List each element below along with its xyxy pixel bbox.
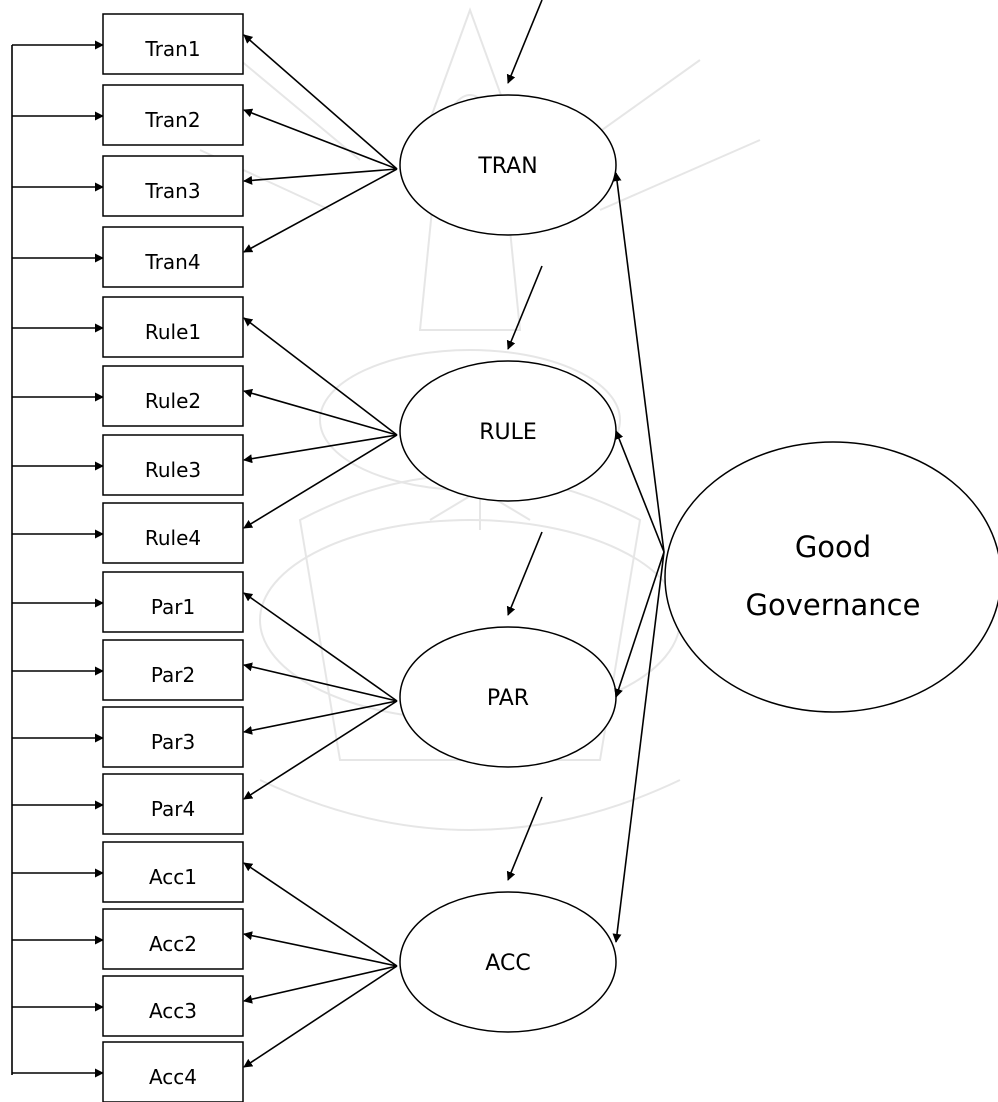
loading-arrow-tran3	[243, 168, 398, 185]
indicator-box-rule1	[102, 296, 244, 358]
indicator-box-tran4	[102, 226, 244, 288]
loading-arrow-acc3	[243, 965, 398, 1004]
factor-oval-tran	[399, 94, 617, 236]
second-order-path-par	[614, 551, 665, 698]
indicator-label-tran3: Tran3	[144, 179, 200, 203]
indicator-label-rule2: Rule2	[145, 389, 201, 413]
loading-arrow-par4	[243, 700, 398, 800]
indicator-label-acc1: Acc1	[149, 865, 197, 889]
loading-arrow-rule3	[243, 434, 398, 464]
disturbance-arrow-acc	[506, 796, 543, 881]
indicator-box-tran3	[102, 155, 244, 217]
indicator-box-acc1	[102, 841, 244, 903]
indicator-box-tran1	[102, 13, 244, 75]
loading-arrow-tran4	[243, 168, 398, 253]
second-order-factor: Good Governance	[664, 441, 998, 713]
loading-arrow-par1	[243, 592, 398, 702]
factor-label-rule: RULE	[479, 420, 537, 445]
factor-label-par: PAR	[487, 686, 529, 711]
loading-arrow-acc2	[243, 931, 398, 967]
loading-arrow-rule1	[243, 317, 398, 436]
disturbance-arrow-tran	[506, 0, 543, 84]
loading-arrow-par3	[243, 700, 398, 735]
indicator-box-rule3	[102, 434, 244, 496]
factor-label-acc: ACC	[485, 951, 530, 976]
loading-arrow-acc1	[243, 862, 398, 967]
loading-arrow-rule2	[243, 388, 398, 436]
indicator-label-tran2: Tran2	[144, 108, 200, 132]
indicator-label-rule1: Rule1	[145, 320, 201, 344]
loading-arrow-tran2	[243, 108, 398, 170]
indicator-box-par2	[102, 639, 244, 701]
factor-label-tran: TRAN	[477, 154, 537, 179]
indicator-box-par1	[102, 571, 244, 633]
indicator-box-rule2	[102, 365, 244, 427]
good-governance-label-line2: Governance	[746, 588, 921, 622]
indicator-label-rule4: Rule4	[145, 526, 201, 550]
indicator-box-acc2	[102, 908, 244, 970]
second-order-path-rule	[614, 430, 665, 553]
indicator-box-acc4	[102, 1041, 244, 1102]
indicator-boxes: Tran1Tran2Tran3Tran4Rule1Rule2Rule3Rule4…	[102, 13, 244, 1102]
indicator-label-par4: Par4	[151, 797, 195, 821]
good-governance-label-line1: Good	[795, 530, 871, 564]
indicator-label-par1: Par1	[151, 595, 195, 619]
indicator-label-acc3: Acc3	[149, 999, 197, 1023]
indicator-label-tran1: Tran1	[144, 37, 200, 61]
good-governance-oval	[664, 441, 998, 713]
indicator-box-tran2	[102, 84, 244, 146]
disturbance-arrow-rule	[506, 265, 543, 350]
indicator-box-par3	[102, 706, 244, 768]
loading-arrow-rule4	[243, 434, 398, 529]
indicator-label-rule3: Rule3	[145, 458, 201, 482]
second-order-paths	[612, 172, 665, 943]
indicator-box-par4	[102, 773, 244, 835]
error-covariance-bracket	[11, 40, 104, 1078]
indicator-label-acc4: Acc4	[149, 1065, 197, 1089]
loading-arrow-tran1	[243, 34, 398, 170]
first-order-factors: TRAN RULE PAR ACC	[399, 94, 617, 1033]
indicator-box-acc3	[102, 975, 244, 1037]
loading-arrow-acc4	[243, 965, 398, 1068]
indicator-label-tran4: Tran4	[144, 250, 200, 274]
indicator-label-acc2: Acc2	[149, 932, 197, 956]
factor-oval-acc	[399, 891, 617, 1033]
indicator-label-par3: Par3	[151, 730, 195, 754]
loading-arrow-par2	[243, 662, 398, 702]
indicator-box-rule4	[102, 502, 244, 564]
disturbance-arrow-par	[506, 531, 543, 616]
factor-loading-arrows	[243, 34, 398, 1068]
second-order-path-tran	[612, 172, 665, 553]
second-order-path-acc	[612, 551, 665, 943]
indicator-label-par2: Par2	[151, 663, 195, 687]
disturbance-arrows	[506, 0, 543, 881]
